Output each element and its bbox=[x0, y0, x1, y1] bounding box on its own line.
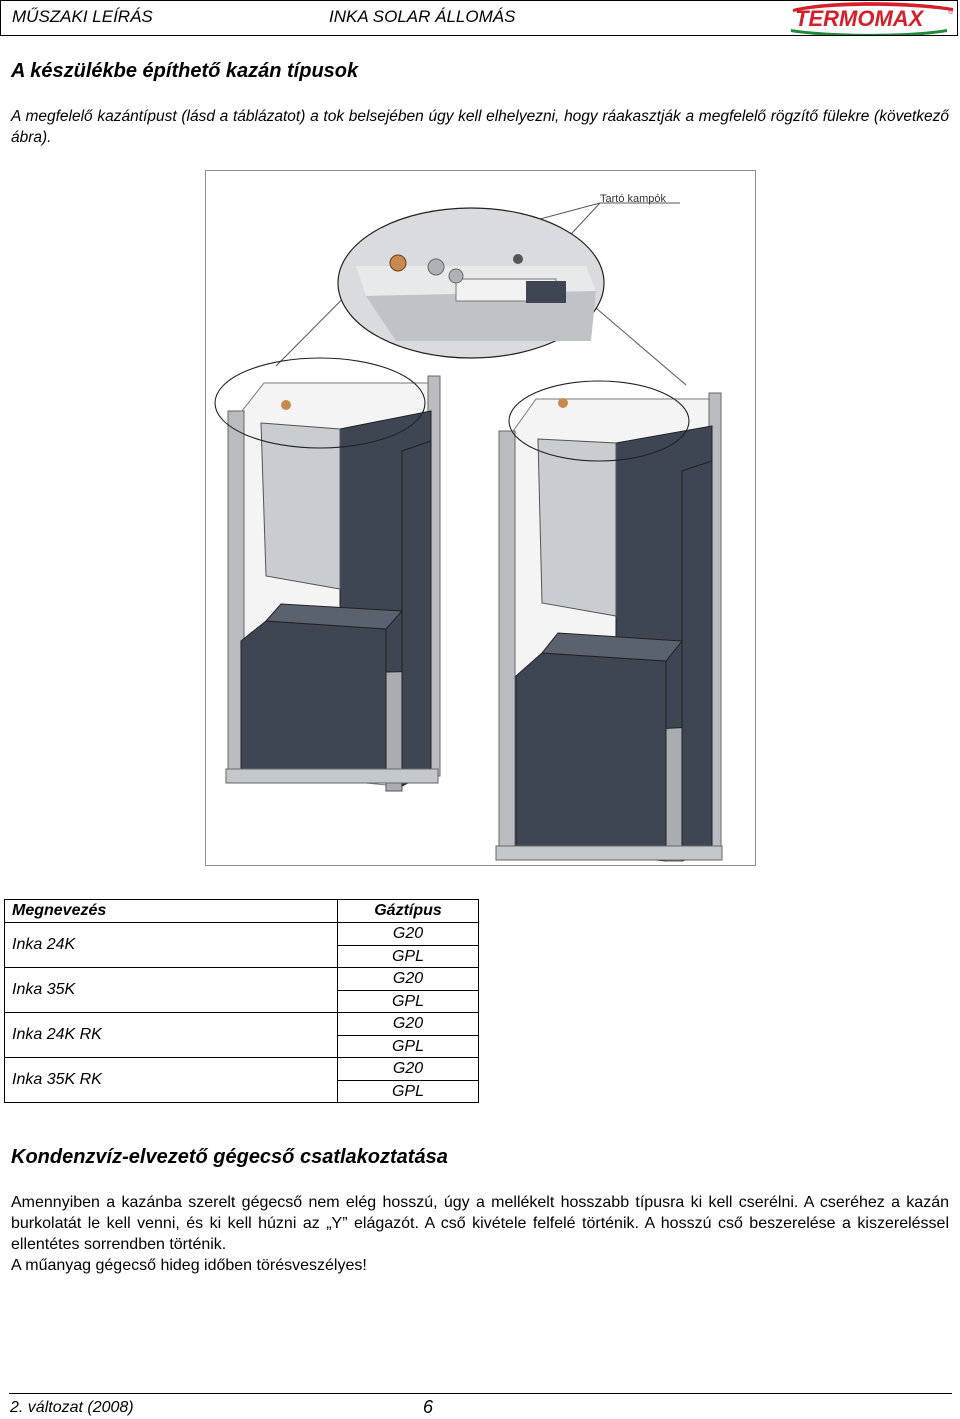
section-paragraph-boiler-types: A megfelelő kazántípust (lásd a táblázat… bbox=[11, 108, 949, 146]
page-number: 6 bbox=[423, 1397, 434, 1417]
callout-label-holding-hooks: Tartó kampók bbox=[600, 193, 667, 205]
row-name: Inka 24K bbox=[4, 922, 338, 968]
warning-text: A műanyag gégecső hideg időben törésvesz… bbox=[11, 1257, 367, 1274]
boiler-gas-type-table: Megnevezés Gáztípus Inka 24K G20 GPL Ink… bbox=[4, 899, 479, 1103]
footer-divider bbox=[9, 1393, 952, 1394]
row-name: Inka 35K RK bbox=[4, 1057, 338, 1103]
table-row: Inka 35K RK G20 GPL bbox=[4, 1057, 479, 1103]
cabinet-drawing: Tartó kampók bbox=[214, 193, 723, 862]
gas-value: G20 bbox=[392, 1060, 424, 1077]
logo-registered-mark: ® bbox=[948, 8, 954, 16]
cabinet-left bbox=[214, 357, 441, 792]
gas-value: GPL bbox=[338, 944, 478, 968]
header-product: INKA SOLAR ÁLLOMÁS bbox=[329, 7, 516, 26]
gas-value: GPL bbox=[338, 1079, 478, 1103]
row-gas-cell: G20 GPL bbox=[337, 922, 479, 968]
gas-value: G20 bbox=[392, 1015, 424, 1032]
section-title-boiler-types: A készülékbe építhető kazán típusok bbox=[11, 60, 359, 82]
table-row: Inka 35K G20 GPL bbox=[4, 967, 479, 1013]
section-paragraph-condensate: Amennyiben a kazánba szerelt gégecső nem… bbox=[11, 1194, 949, 1253]
gas-value: G20 bbox=[392, 925, 424, 942]
table-header-row: Megnevezés Gáztípus bbox=[4, 899, 479, 923]
section-title-condensate: Kondenzvíz-elvezető gégecső csatlakoztat… bbox=[11, 1146, 448, 1168]
termomax-logo: TERMOMAX ® bbox=[791, 2, 954, 35]
page-header: MŰSZAKI LEÍRÁS INKA SOLAR ÁLLOMÁS TERMOM… bbox=[0, 0, 958, 36]
table-row: Inka 24K RK G20 GPL bbox=[4, 1012, 479, 1058]
row-gas-cell: G20 GPL bbox=[337, 967, 479, 1013]
row-gas-cell: G20 GPL bbox=[337, 1057, 479, 1103]
gas-value: GPL bbox=[338, 1034, 478, 1058]
gas-value: GPL bbox=[338, 989, 478, 1013]
header-doc-type: MŰSZAKI LEÍRÁS bbox=[12, 7, 153, 26]
col-header-name: Megnevezés bbox=[4, 899, 338, 923]
row-name: Inka 35K bbox=[4, 967, 338, 1013]
footer-version: 2. változat (2008) bbox=[10, 1399, 134, 1416]
logo-text: TERMOMAX bbox=[795, 6, 925, 31]
cabinet-right bbox=[495, 380, 723, 862]
row-gas-cell: G20 GPL bbox=[337, 1012, 479, 1058]
detail-zoom-ellipse bbox=[337, 207, 605, 359]
table-row: Inka 24K G20 GPL bbox=[4, 922, 479, 968]
installation-figure: Tartó kampók bbox=[205, 170, 756, 866]
col-header-gas-type: Gáztípus bbox=[337, 899, 479, 923]
row-name: Inka 24K RK bbox=[4, 1012, 338, 1058]
gas-value: G20 bbox=[392, 970, 424, 987]
